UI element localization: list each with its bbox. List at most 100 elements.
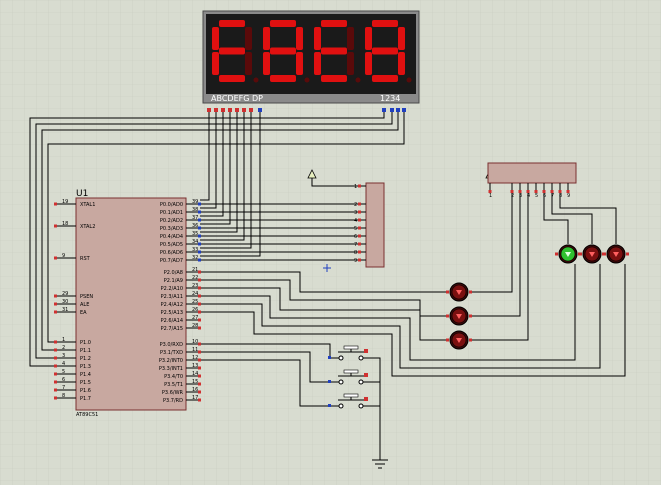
rpack-left-pin: 2 — [354, 202, 366, 208]
pin-name: P0.5/AD5 — [160, 242, 183, 248]
pin-end — [358, 258, 361, 262]
push-button[interactable] — [328, 369, 368, 385]
pin-end — [358, 226, 361, 230]
pin-end — [54, 256, 57, 260]
pin-end — [358, 218, 361, 222]
rpack-left-pin: 6 — [354, 234, 366, 240]
pin-name: P1.6 — [80, 388, 91, 394]
pin-end — [558, 190, 562, 193]
segment-e — [263, 52, 270, 75]
led[interactable] — [579, 244, 605, 264]
pin-number: 25 — [192, 299, 198, 305]
display-pin — [235, 108, 239, 112]
pin-end — [54, 224, 57, 228]
pin-number: 7 — [551, 193, 554, 199]
pin-number: 8 — [354, 250, 357, 256]
push-button[interactable] — [328, 345, 368, 361]
pin-name: P3.4/T0 — [164, 374, 183, 380]
pin-number: 28 — [192, 323, 198, 329]
pin-number: 6 — [354, 234, 357, 240]
pin-number: 6 — [543, 193, 546, 199]
pin-number: 29 — [62, 291, 68, 297]
segment-dp — [304, 77, 310, 83]
segment-a — [321, 20, 347, 27]
pin-end — [358, 202, 361, 206]
pin-name: P1.3 — [80, 364, 91, 370]
pin-end — [526, 190, 530, 193]
display-pin — [249, 108, 253, 112]
pin-number: 2 — [354, 202, 357, 208]
led[interactable] — [555, 244, 581, 264]
pin-name: PSEN — [80, 294, 93, 300]
pin-number: 1 — [62, 337, 65, 343]
pin-number: 7 — [354, 242, 357, 248]
probe-marker — [323, 264, 331, 272]
pin-number: 6 — [62, 377, 65, 383]
pin-end — [198, 390, 201, 394]
display-pin — [396, 108, 400, 112]
pin-end — [198, 210, 201, 214]
led[interactable] — [446, 306, 472, 326]
pin-end — [198, 318, 201, 322]
pin-number: 37 — [192, 215, 198, 221]
pin-number: 5 — [535, 193, 538, 199]
pin-name: P0.4/AD4 — [160, 234, 183, 240]
segment-c — [398, 52, 405, 75]
segment-c — [347, 52, 354, 75]
segment-f — [212, 27, 219, 50]
display-pin — [390, 108, 394, 112]
push-button[interactable] — [328, 393, 368, 409]
seven-segment-display[interactable]: ABCDEFG DP 1234 — [202, 10, 420, 104]
segment-g — [270, 47, 296, 55]
pin-number: 31 — [62, 307, 68, 313]
led[interactable] — [446, 330, 472, 350]
led[interactable] — [446, 282, 472, 302]
pin-number: 24 — [192, 291, 198, 297]
led[interactable] — [603, 244, 629, 264]
pin-number: 19 — [62, 199, 68, 205]
pin-end — [358, 210, 361, 214]
pin-number: 4 — [354, 218, 357, 224]
